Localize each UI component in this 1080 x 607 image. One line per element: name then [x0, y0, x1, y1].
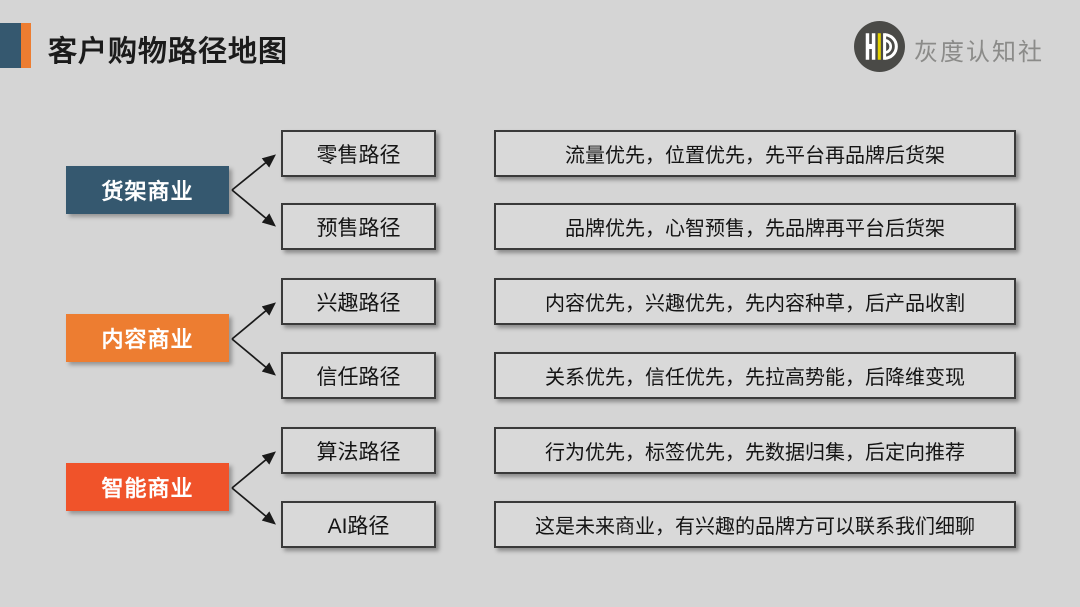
description-box-presale: 品牌优先，心智预售，先品牌再平台后货架 [494, 203, 1016, 250]
path-box-ai: AI路径 [281, 501, 436, 548]
path-box-trust: 信任路径 [281, 352, 436, 399]
brand-logo: 灰度认知社 [853, 20, 1044, 78]
path-box-interest: 兴趣路径 [281, 278, 436, 325]
path-box-retail: 零售路径 [281, 130, 436, 177]
brand-logo-text: 灰度认知社 [914, 38, 1044, 66]
page-title: 客户购物路径地图 [48, 36, 289, 68]
path-box-presale: 预售路径 [281, 203, 436, 250]
description-box-trust: 关系优先，信任优先，先拉高势能，后降维变现 [494, 352, 1016, 399]
brand-logo-icon [853, 20, 906, 78]
description-box-algorithm: 行为优先，标签优先，先数据归集，后定向推荐 [494, 427, 1016, 474]
title-accent-orange-bar [21, 23, 31, 68]
description-box-retail: 流量优先，位置优先，先平台再品牌后货架 [494, 130, 1016, 177]
path-box-algorithm: 算法路径 [281, 427, 436, 474]
category-box-smart-commerce: 智能商业 [66, 463, 229, 511]
description-box-interest: 内容优先，兴趣优先，先内容种草，后产品收割 [494, 278, 1016, 325]
category-box-content-commerce: 内容商业 [66, 314, 229, 362]
title-accent-navy-bar [0, 23, 21, 68]
category-box-shelf-commerce: 货架商业 [66, 166, 229, 214]
description-box-ai: 这是未来商业，有兴趣的品牌方可以联系我们细聊 [494, 501, 1016, 548]
